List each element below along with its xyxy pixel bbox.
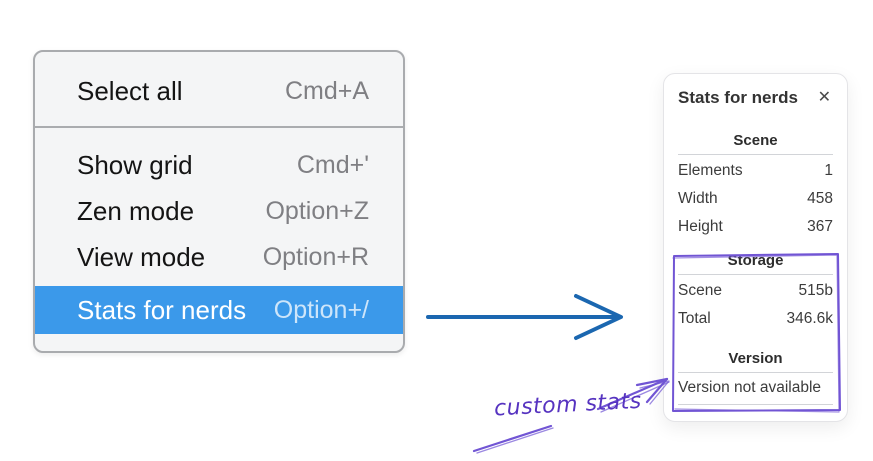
- menu-item-shortcut: Option+/: [273, 295, 369, 324]
- version-note: Version not available: [678, 379, 822, 396]
- stat-label: Elements: [678, 162, 743, 179]
- blue-arrow: [426, 294, 623, 340]
- menu-item-select-all[interactable]: Select all Cmd+A: [35, 66, 403, 116]
- stat-label: Width: [678, 190, 718, 207]
- custom-stats-annotation: custom stats: [493, 388, 643, 422]
- stat-row-total-storage: Total 346.6k: [678, 305, 833, 333]
- stat-label: Total: [678, 310, 711, 327]
- section-divider: [678, 372, 833, 373]
- section-heading-scene: Scene: [733, 132, 778, 149]
- menu-item-shortcut: Cmd+A: [284, 76, 369, 105]
- stat-row-height: Height 367: [678, 213, 833, 241]
- stat-label: Height: [678, 218, 723, 235]
- section-divider: [678, 154, 833, 155]
- menu-item-label: Select all: [77, 75, 183, 106]
- stat-row-scene-storage: Scene 515b: [678, 277, 833, 305]
- section-divider: [678, 404, 833, 405]
- menu-item-stats-for-nerds[interactable]: Stats for nerds Option+/: [35, 286, 403, 334]
- purple-arrow: [472, 377, 670, 454]
- section-heading-version: Version: [728, 350, 783, 367]
- menu-item-shortcut: Option+R: [262, 242, 369, 271]
- stat-row-elements: Elements 1: [678, 157, 833, 185]
- menu-item-zen-mode[interactable]: Zen mode Option+Z: [35, 188, 403, 234]
- section-divider: [678, 274, 833, 275]
- stats-panel: Stats for nerds ✕ Scene Elements 1 Width…: [663, 73, 848, 422]
- menu-item-shortcut: Option+Z: [265, 196, 369, 225]
- stat-row-width: Width 458: [678, 185, 833, 213]
- menu-item-show-grid[interactable]: Show grid Cmd+': [35, 142, 403, 188]
- stats-panel-header: Stats for nerds ✕: [678, 87, 833, 109]
- stat-value: 458: [807, 190, 833, 207]
- menu-item-view-mode[interactable]: View mode Option+R: [35, 234, 403, 280]
- stats-panel-title: Stats for nerds: [678, 88, 798, 107]
- close-icon[interactable]: ✕: [817, 89, 831, 106]
- stat-value: 346.6k: [786, 310, 833, 327]
- menu-divider: [35, 126, 403, 128]
- menu-item-label: Zen mode: [77, 195, 195, 226]
- menu-item-label: Show grid: [77, 149, 193, 180]
- stat-label: Scene: [678, 282, 722, 299]
- section-heading-storage: Storage: [727, 252, 784, 269]
- stat-value: 1: [824, 162, 833, 179]
- menu-item-label: View mode: [77, 241, 206, 272]
- menu-item-label: Stats for nerds: [77, 294, 247, 325]
- stat-value: 515b: [798, 282, 833, 299]
- stat-value: 367: [807, 218, 833, 235]
- context-menu: Select all Cmd+A Show grid Cmd+' Zen mod…: [33, 50, 405, 353]
- menu-item-shortcut: Cmd+': [296, 150, 369, 179]
